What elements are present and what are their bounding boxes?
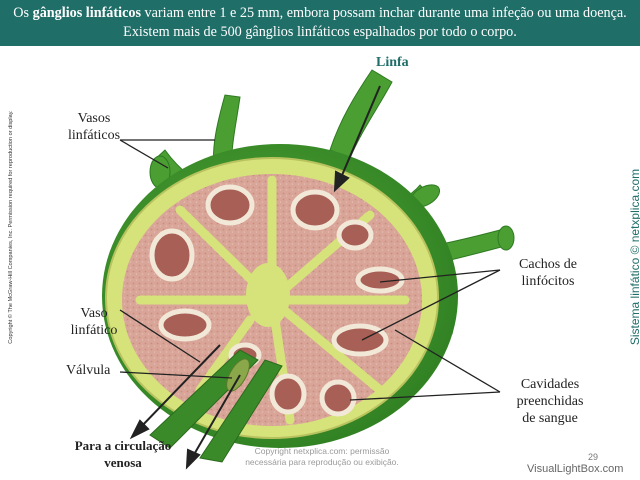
leader-lines [119,139,501,401]
label-cavidades-line3: de sangue [522,411,578,426]
valve [226,358,250,392]
medulla-center [246,263,290,327]
caption-pre: Os [13,5,33,21]
label-circulacao-line1: Para a circulação [74,438,172,453]
label-circulacao-line2: venosa [104,455,142,470]
label-cachos-line2: linfócitos [521,274,575,289]
label-cavidades: Cavidades preenchidas de sangue [505,376,595,427]
label-cavidades-line2: preenchidas [516,394,584,409]
watermark-line2: necessária para reprodução ou exibição. [245,457,399,467]
copyright-vertical: Copyright © The McGraw-Hill Companies, I… [8,110,14,344]
label-vasos-linfaticos: Vasos linfáticos [62,110,126,144]
header-caption: Os gânglios linfáticos variam entre 1 e … [0,0,640,46]
label-vaso-line2: linfático [70,323,118,338]
label-cachos-line1: Cachos de [519,257,577,272]
visuallightbox-credit[interactable]: VisualLightBox.com [527,463,624,475]
label-cachos-linfocitos: Cachos de linfócitos [508,256,588,290]
label-vaso-line1: Vaso [80,306,108,321]
label-vasos-line2: linfáticos [67,128,121,143]
flow-arrows [129,85,381,470]
label-cavidades-line1: Cavidades [520,377,580,392]
watermark: Copyright netxplica.com: permissão neces… [222,446,422,468]
lymph-node-illustration [102,69,515,470]
label-vasos-line1: Vasos [77,111,111,126]
label-linfa: Linfa [376,55,409,70]
label-circulacao-venosa: Para a circulação venosa [68,437,178,471]
page-number: 29 [588,452,599,462]
caption-bold-term: gânglios linfáticos [32,5,141,21]
caption-post: variam entre 1 e 25 mm, embora possam in… [123,5,627,40]
label-vaso-linfatico: Vaso linfático [62,305,126,339]
lymphocyte-nodules [149,184,405,417]
site-credit-vertical: Sistema linfático © netxplica.com [628,168,640,346]
watermark-line1: Copyright netxplica.com: permissão [254,446,390,456]
label-valvula: Válvula [66,363,111,378]
